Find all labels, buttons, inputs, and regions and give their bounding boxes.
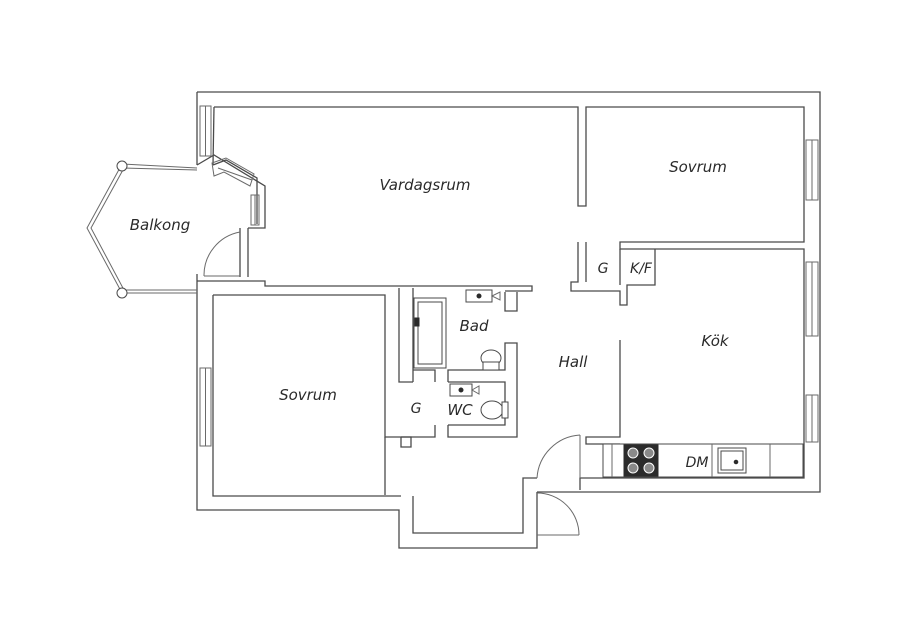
room-label-living-room: Vardagsrum [380,176,471,194]
wc-sink [449,383,480,397]
room-label-bathroom: Bad [459,317,488,335]
bay-window [196,105,266,229]
room-label-bedroom-top: Sovrum [669,158,727,176]
right-windows [805,139,819,443]
kitchen-sink [717,447,747,474]
stove [623,444,659,477]
interior-walls [197,242,656,495]
dishwasher-label: DM [686,455,709,471]
bathroom-toilet [480,349,502,371]
outer-walls [196,91,821,549]
closet-label-hall: G [598,261,609,277]
room-label-balcony: Balkong [130,216,191,234]
room-label-toilet: WC [447,401,473,419]
room-label-kitchen: Kök [701,332,729,350]
entrance-door[interactable] [536,434,581,536]
balcony: Balkong [86,160,198,299]
room-label-hall: Hall [559,353,589,371]
bathtub [413,297,447,369]
wc-toilet [480,400,509,420]
fridge-freezer-label: K/F [630,261,653,277]
closet-label-bedroom: G [411,401,422,417]
bathroom-sink [465,289,501,303]
room-label-bedroom-left: Sovrum [279,386,337,404]
left-window [199,367,212,447]
balcony-door[interactable] [203,228,249,277]
